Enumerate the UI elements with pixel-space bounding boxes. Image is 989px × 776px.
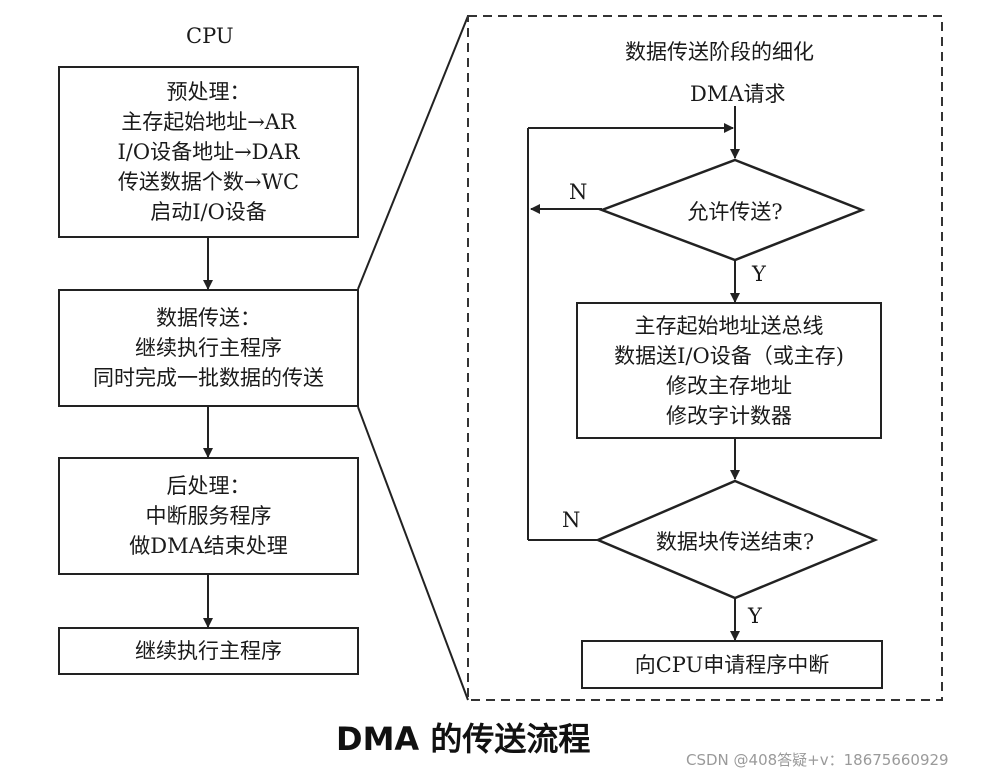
- figure-caption: DMA 的传送流程: [336, 720, 591, 758]
- interrupt-request-line: 向CPU申请程序中断: [634, 652, 830, 677]
- allow-decision-text: 允许传送?: [687, 200, 783, 224]
- preprocess-line: 主存起始地址→AR: [121, 110, 296, 134]
- allow-no-label: N: [569, 180, 588, 204]
- csdn-watermark: CSDN @408答疑+v：18675660929: [686, 751, 949, 769]
- continue-main-box: 继续执行主程序: [58, 627, 359, 675]
- preprocess-line: 启动I/O设备: [150, 200, 267, 224]
- postprocess-line: 后处理：: [166, 474, 251, 498]
- transfer-box: 数据传送： 继续执行主程序 同时完成一批数据的传送: [58, 289, 359, 407]
- preprocess-line: 预处理：: [166, 80, 251, 104]
- postprocess-line: 中断服务程序: [145, 504, 272, 528]
- detail-panel-border: [467, 15, 943, 701]
- transfer-line: 数据传送：: [156, 306, 261, 330]
- zoom-line-bottom: [357, 406, 469, 701]
- preprocess-box: 预处理： 主存起始地址→AR I/O设备地址→DAR 传送数据个数→WC 启动I…: [58, 66, 359, 238]
- postprocess-line: 做DMA结束处理: [129, 534, 288, 558]
- transfer-action-line: 修改主存地址: [666, 373, 792, 398]
- transfer-action-box: 主存起始地址送总线 数据送I/O设备（或主存) 修改主存地址 修改字计数器: [576, 302, 882, 439]
- cpu-header: CPU: [186, 24, 234, 48]
- transfer-action-line: 主存起始地址送总线: [634, 313, 824, 338]
- postprocess-box: 后处理： 中断服务程序 做DMA结束处理: [58, 457, 359, 575]
- detail-panel-title: 数据传送阶段的细化: [625, 40, 814, 64]
- end-yes-label: Y: [748, 604, 762, 628]
- transfer-line: 同时完成一批数据的传送: [93, 366, 324, 390]
- allow-yes-label: Y: [752, 262, 766, 286]
- zoom-line-top: [357, 15, 469, 290]
- preprocess-line: 传送数据个数→WC: [117, 170, 300, 194]
- preprocess-line: I/O设备地址→DAR: [117, 140, 300, 164]
- dma-request-label: DMA请求: [690, 82, 786, 106]
- interrupt-request-box: 向CPU申请程序中断: [581, 640, 883, 689]
- transfer-line: 继续执行主程序: [135, 336, 282, 360]
- end-no-label: N: [562, 508, 581, 532]
- transfer-action-line: 数据送I/O设备（或主存): [614, 343, 844, 368]
- continue-main-line: 继续执行主程序: [135, 639, 282, 663]
- end-decision-text: 数据块传送结束?: [655, 530, 815, 554]
- transfer-action-line: 修改字计数器: [666, 403, 792, 428]
